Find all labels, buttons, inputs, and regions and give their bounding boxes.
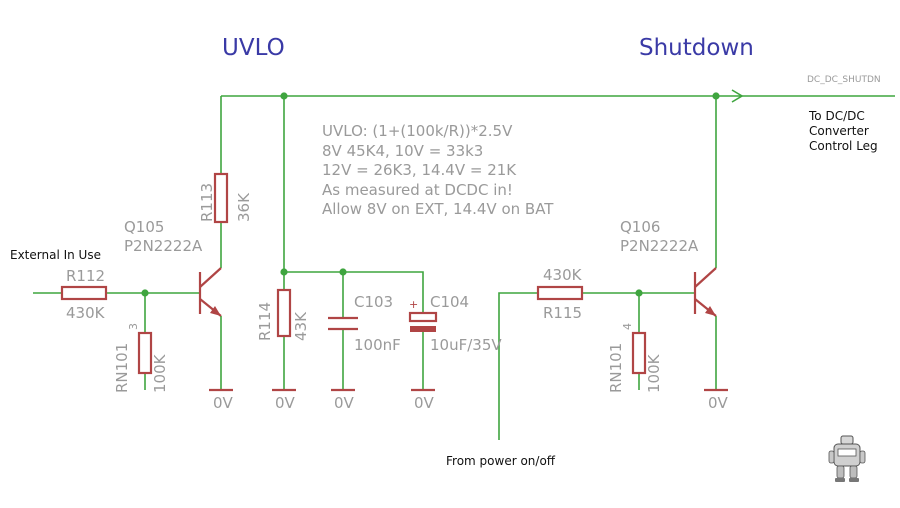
- title-shutdown: Shutdown: [639, 35, 754, 61]
- ground-label: 0V: [275, 394, 296, 412]
- formula-line: 12V = 26K3, 14.4V = 21K: [322, 161, 517, 179]
- wire-power-input: [498, 292, 538, 440]
- transistor-q106: [693, 267, 717, 317]
- note-power: From power on/off: [446, 454, 556, 468]
- formula-block: UVLO: (1+(100k/R))*2.5V 8V 45K4, 10V = 3…: [322, 122, 554, 218]
- c103-value: 100nF: [354, 336, 401, 354]
- capacitor-c103: [328, 316, 358, 331]
- r115-value: R115: [543, 304, 582, 322]
- r115-name: 430K: [543, 266, 583, 284]
- rn101-4-value: 100K: [645, 353, 663, 393]
- r112-name: R112: [66, 267, 105, 285]
- q106-name: Q106: [620, 218, 660, 236]
- junction-dot: [141, 289, 149, 297]
- ground-label: 0V: [213, 394, 234, 412]
- q106-value: P2N2222A: [620, 237, 699, 255]
- ground-label: 0V: [334, 394, 355, 412]
- c104-name: C104: [430, 293, 469, 311]
- q105-value: P2N2222A: [124, 237, 203, 255]
- junctions: [141, 92, 720, 297]
- c104-polarity: +: [409, 298, 418, 311]
- c103-name: C103: [354, 293, 393, 311]
- net-label: DC_DC_SHUTDN: [807, 75, 881, 85]
- resistor-r114: [276, 288, 292, 338]
- resistor-rn101-4: [631, 331, 647, 375]
- rn101-3-value: 100K: [151, 353, 169, 393]
- rn101-3-name: RN101: [113, 343, 131, 393]
- r112-value: 430K: [66, 304, 106, 322]
- net-arrow-icon: [731, 89, 744, 103]
- note-to-dcdc-2: Converter: [809, 124, 869, 138]
- junction-dot: [712, 92, 720, 100]
- capacitor-c104: [408, 311, 438, 332]
- r113-value: 36K: [235, 192, 253, 222]
- junction-dot: [339, 268, 347, 276]
- r114-value: 43K: [292, 311, 310, 341]
- resistor-r113: [213, 172, 229, 224]
- ground-label: 0V: [708, 394, 729, 412]
- rn101-3-pin: 3: [127, 323, 140, 330]
- formula-line: UVLO: (1+(100k/R))*2.5V: [322, 122, 513, 140]
- title-uvlo: UVLO: [222, 35, 285, 61]
- rn101-4-pin: 4: [621, 323, 634, 330]
- resistor-r115: [536, 285, 584, 301]
- robot-logo-icon: [828, 435, 866, 482]
- ground-label: 0V: [414, 394, 435, 412]
- c104-value: 10uF/35V: [430, 336, 502, 354]
- note-to-dcdc-3: Control Leg: [809, 139, 878, 153]
- note-to-dcdc-1: To DC/DC: [808, 109, 865, 123]
- r114-name: R114: [256, 302, 274, 341]
- rn101-4-name: RN101: [607, 343, 625, 393]
- formula-line: 8V 45K4, 10V = 33k3: [322, 142, 483, 160]
- junction-dot: [280, 92, 288, 100]
- resistor-r112: [60, 285, 108, 301]
- r113-name: R113: [198, 183, 216, 222]
- junction-dot: [280, 268, 288, 276]
- transistor-q105: [198, 267, 222, 317]
- note-external: External In Use: [10, 248, 101, 262]
- junction-dot: [635, 289, 643, 297]
- wire-cap-node: [284, 271, 424, 313]
- q105-name: Q105: [124, 218, 164, 236]
- formula-line: Allow 8V on EXT, 14.4V on BAT: [322, 200, 554, 218]
- resistor-rn101-3: [137, 331, 153, 375]
- formula-line: As measured at DCDC in!: [322, 181, 513, 199]
